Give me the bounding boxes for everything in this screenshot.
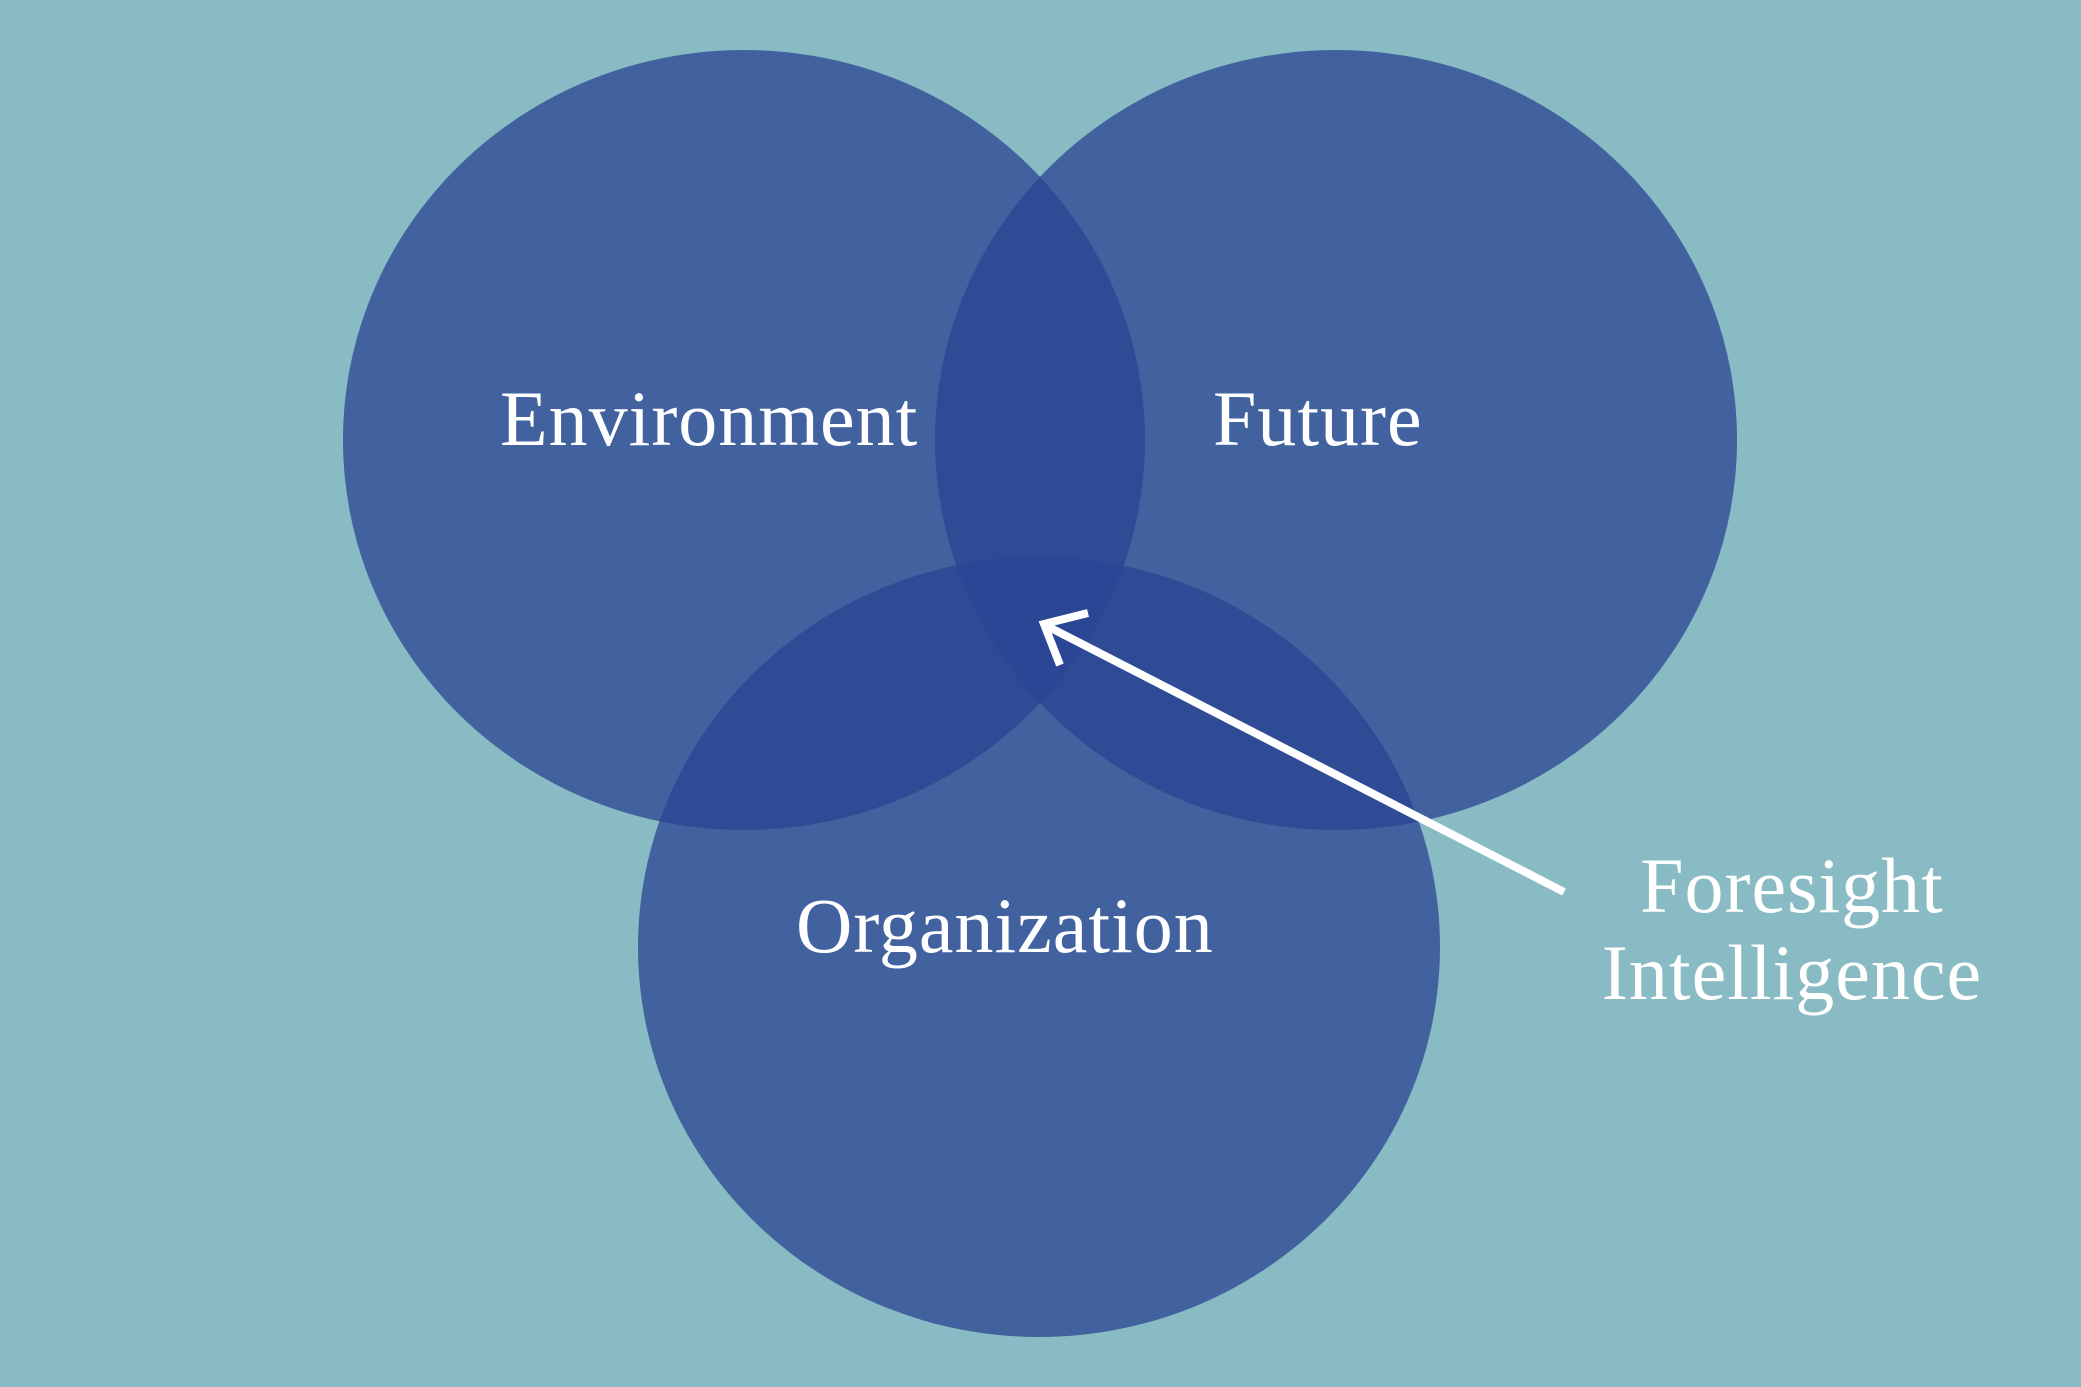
future-label: Future [1213,375,1423,462]
foresight-intelligence-callout: Foresight Intelligence [1578,842,2006,1016]
callout-line-1: Foresight [1640,842,1944,929]
callout-line-2: Intelligence [1601,929,1983,1016]
arrow-icon [1038,609,1566,896]
environment-label: Environment [500,375,919,462]
organization-circle [638,557,1440,1337]
organization-label: Organization [796,882,1214,969]
